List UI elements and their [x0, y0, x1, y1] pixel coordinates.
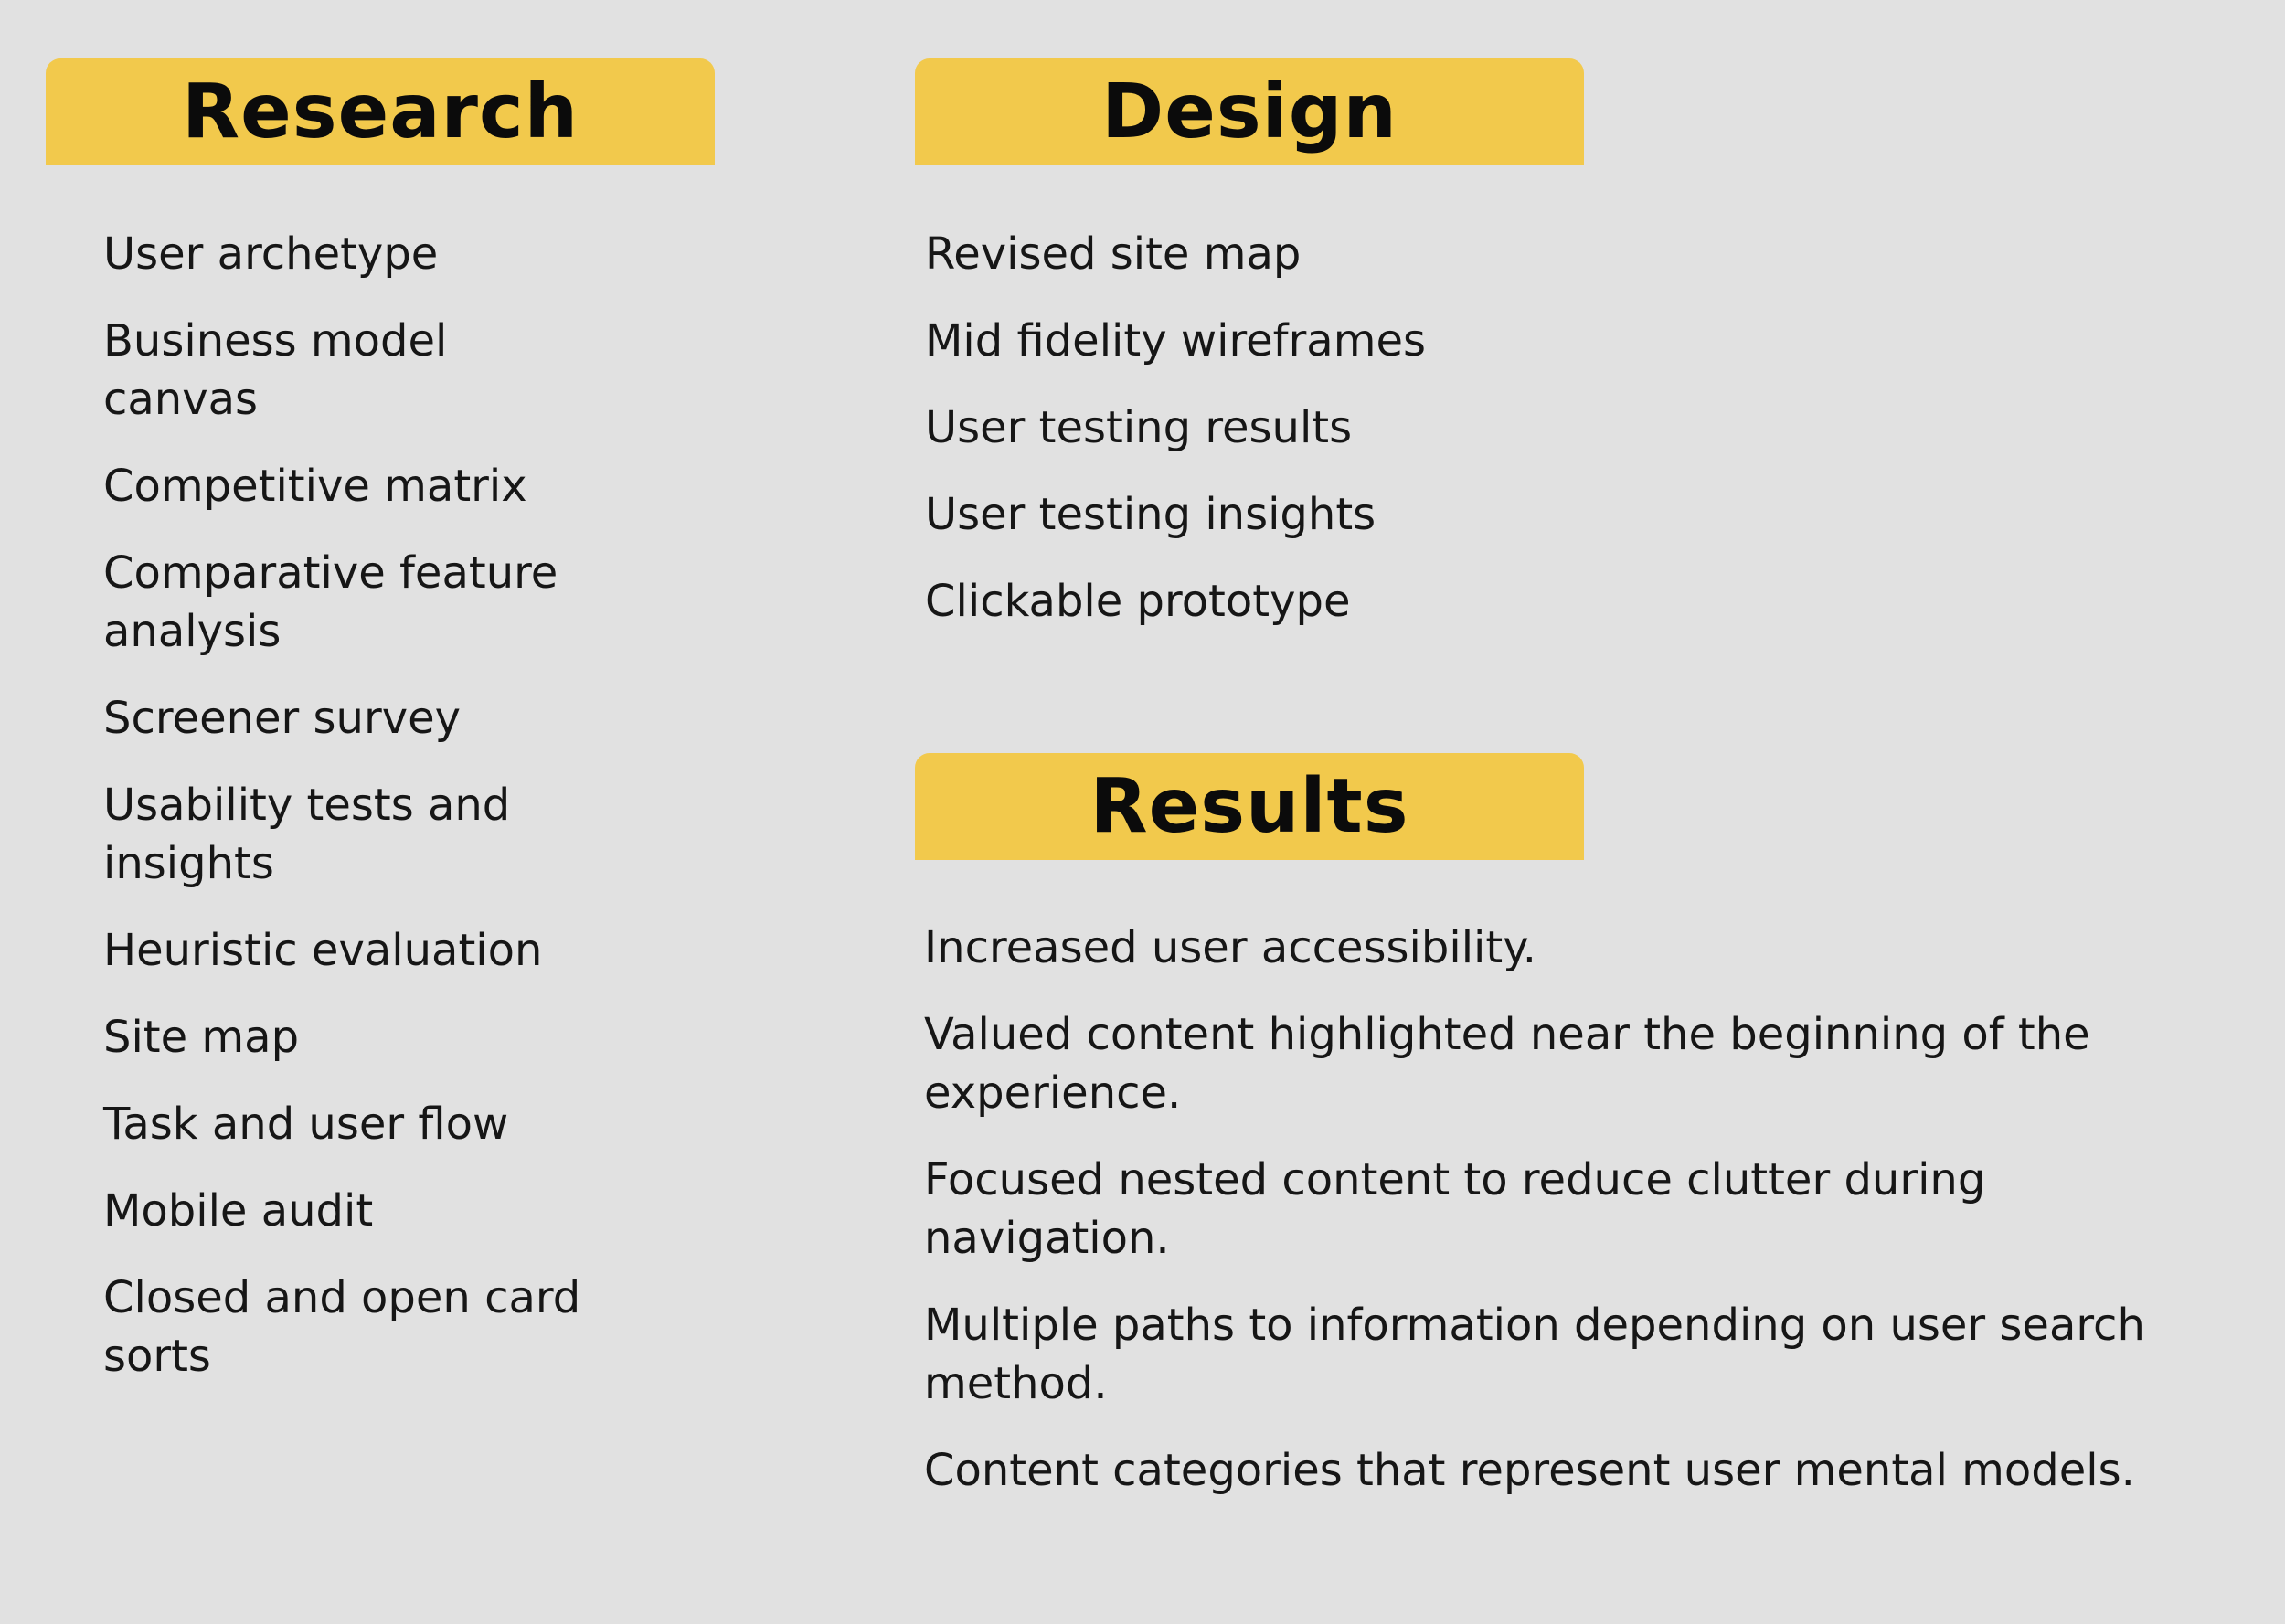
list-item: Usability tests and insights — [103, 780, 511, 889]
list-item: Mid fidelity wireframes — [925, 315, 1427, 366]
results-list: Increased user accessibility. Valued con… — [924, 918, 2222, 1528]
list-item: Competitive matrix — [103, 461, 527, 512]
list-item: Mobile audit — [103, 1185, 374, 1237]
design-title: Design — [1101, 68, 1398, 155]
list-item: Increased user accessibility. — [924, 922, 1537, 973]
list-item: Multiple paths to information depending … — [924, 1300, 2145, 1409]
list-item: Focused nested content to reduce clutter… — [924, 1154, 1986, 1264]
design-header: Design — [915, 58, 1584, 165]
design-list: Revised site map Mid fidelity wireframes… — [925, 225, 1748, 659]
list-item: User testing insights — [925, 489, 1376, 540]
research-header: Research — [46, 58, 715, 165]
list-item: User testing results — [925, 402, 1353, 453]
list-item: Clickable prototype — [925, 576, 1351, 627]
list-item: User archetype — [103, 228, 439, 280]
research-list: User archetype Business model canvas Com… — [103, 225, 615, 1414]
list-item: Revised site map — [925, 228, 1302, 280]
list-item: Content categories that represent user m… — [924, 1445, 2135, 1496]
list-item: Heuristic evaluation — [103, 925, 543, 976]
list-item: Site map — [103, 1012, 300, 1063]
list-item: Screener survey — [103, 693, 462, 744]
results-header: Results — [915, 753, 1584, 860]
list-item: Comparative feature analysis — [103, 547, 558, 657]
results-title: Results — [1089, 762, 1409, 850]
list-item: Valued content highlighted near the begi… — [924, 1009, 2090, 1119]
list-item: Business model canvas — [103, 315, 448, 425]
list-item: Task and user flow — [103, 1099, 509, 1150]
research-title: Research — [182, 68, 579, 155]
list-item: Closed and open card sorts — [103, 1272, 581, 1382]
